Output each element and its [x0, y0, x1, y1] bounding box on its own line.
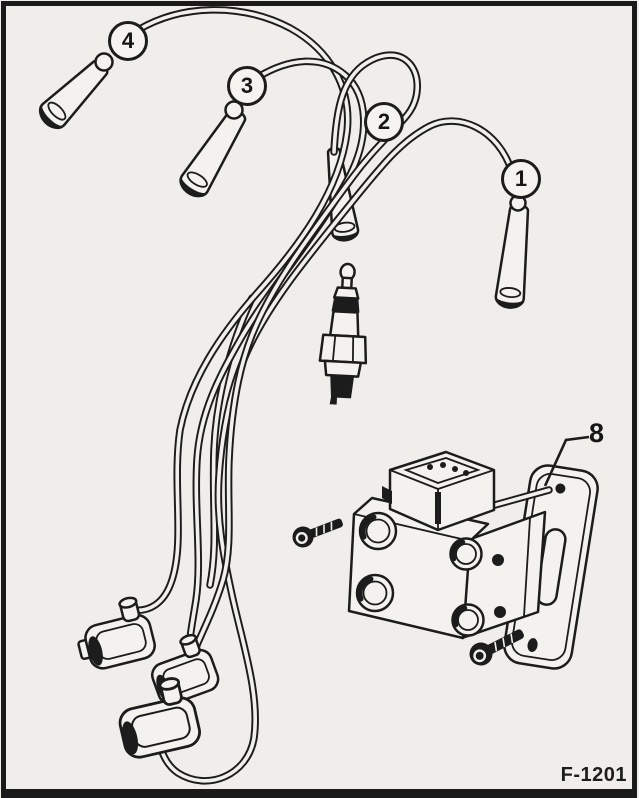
callout-3-label: 3 — [240, 73, 254, 98]
callout-4: 4 — [108, 21, 148, 61]
coil-tower-1 — [358, 511, 398, 551]
bolt-icon-bottom — [469, 629, 524, 666]
spark-plug-cable-1 — [154, 117, 516, 785]
callout-3: 3 — [227, 66, 267, 106]
part-label-8: 8 — [589, 418, 605, 448]
elbow-connector-a — [77, 596, 156, 670]
callout-2: 2 — [364, 102, 404, 142]
spark-plug-boot-3-icon — [179, 108, 247, 198]
spark-plug-cable-4 — [128, 6, 352, 615]
callout-4-label: 4 — [121, 28, 135, 53]
coil-tower-2 — [449, 537, 483, 571]
bolt-icon-left — [292, 518, 343, 548]
figure-code: F-1201 — [560, 764, 627, 786]
cable-bundle-strand — [206, 294, 256, 589]
elbow-connector-c — [118, 677, 201, 759]
spark-plug-icon — [318, 262, 368, 405]
spark-plug-cable-2 — [190, 51, 421, 656]
coil-tower-3 — [355, 573, 395, 613]
coil-connector-block — [382, 450, 496, 532]
callout-1: 1 — [501, 159, 541, 199]
spark-plug-boot-1-icon — [494, 203, 530, 309]
callout-2-label: 2 — [377, 109, 391, 134]
leader-line-8 — [543, 435, 590, 487]
callout-1-label: 1 — [514, 166, 528, 191]
spark-plug-cable-3 — [185, 57, 368, 654]
ignition-coil-icon — [347, 450, 599, 670]
cable-4-terminal — [94, 52, 114, 72]
coil-tower-4 — [451, 603, 485, 637]
